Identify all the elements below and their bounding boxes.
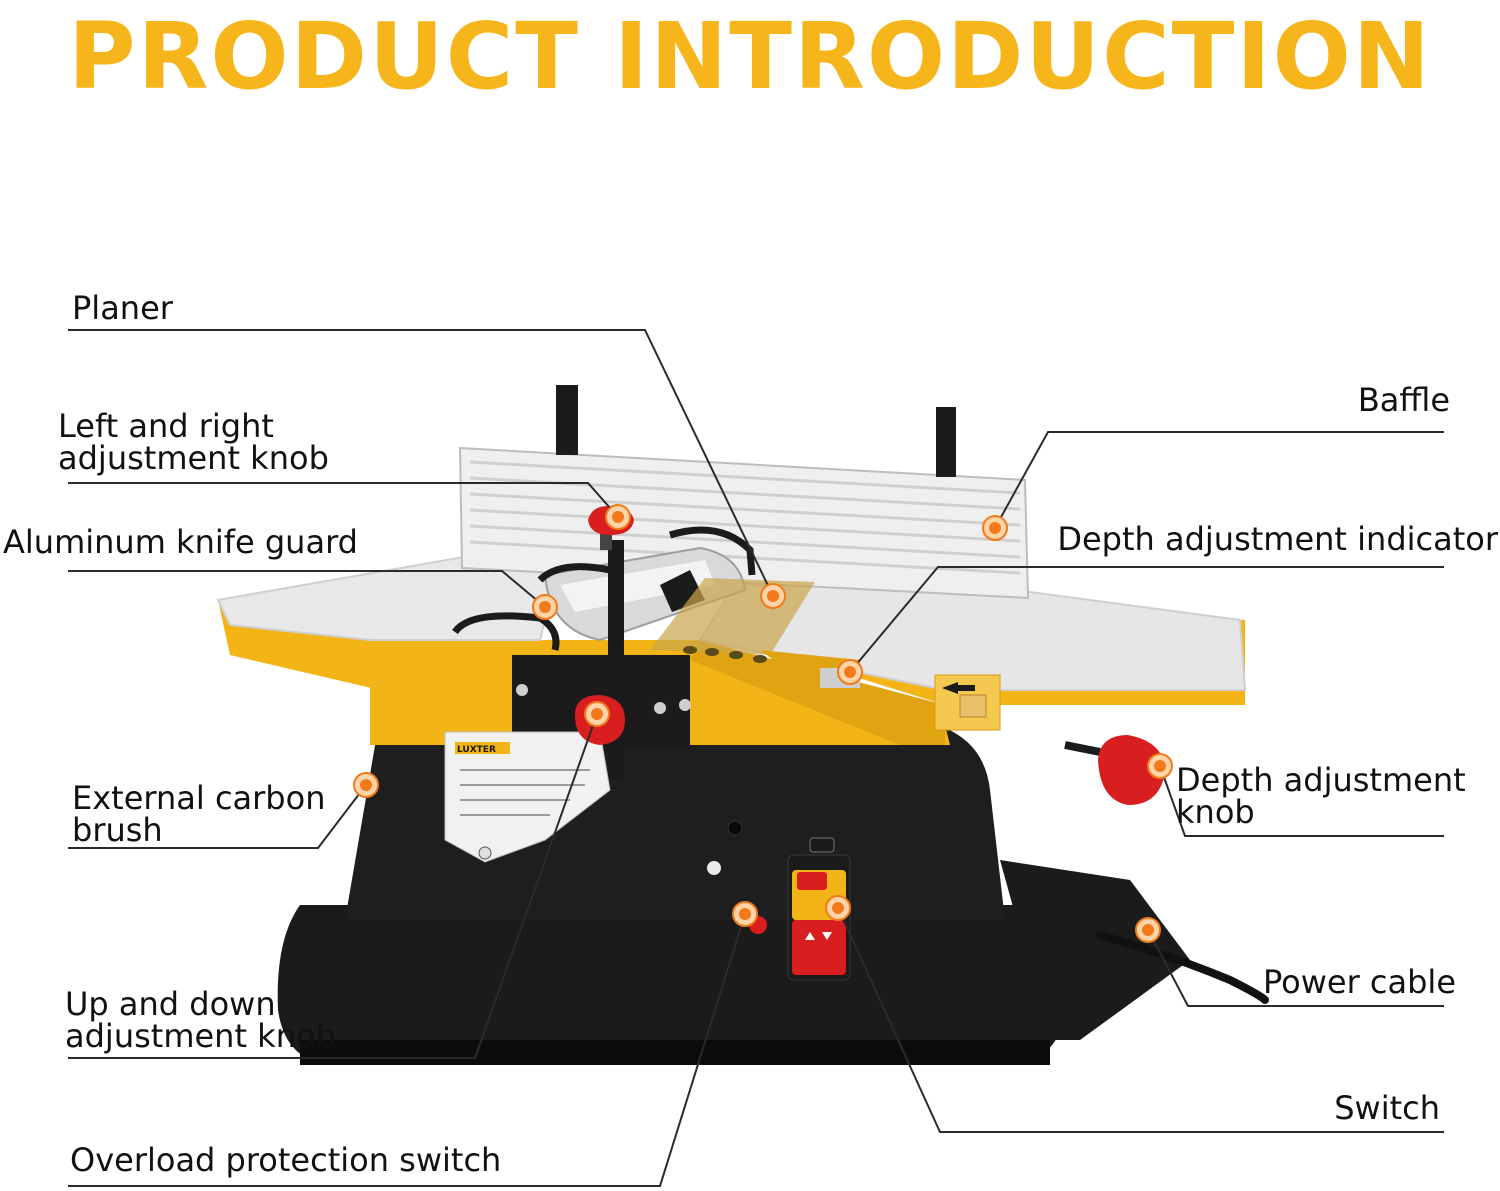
label-up-down-knob-line1: Up and down bbox=[65, 985, 276, 1023]
label-knife-guard: Aluminum knife guard bbox=[3, 523, 358, 561]
label-switch: Switch bbox=[1334, 1089, 1440, 1127]
depth-indicator-leader bbox=[849, 566, 1444, 673]
knife-guard-leader bbox=[68, 570, 546, 608]
marker-baffle bbox=[982, 515, 1008, 541]
callout-lines bbox=[68, 329, 1444, 1187]
planer-leader bbox=[68, 329, 774, 597]
label-carbon-brush: External carbon brush bbox=[72, 782, 325, 846]
marker-overload-switch bbox=[732, 901, 758, 927]
label-baffle: Baffle bbox=[1357, 381, 1450, 419]
label-depth-knob-line2: knob bbox=[1176, 793, 1255, 831]
machine-body bbox=[345, 728, 1005, 920]
overload-switch-leader bbox=[68, 913, 746, 1187]
machine-illustration: LUXTER bbox=[216, 385, 1269, 1065]
power-cable bbox=[1096, 931, 1269, 1004]
label-overload-switch: Overload protection switch bbox=[70, 1141, 502, 1179]
power-cable-leader bbox=[1147, 929, 1444, 1007]
label-carbon-brush-line2: brush bbox=[72, 811, 163, 849]
label-carbon-brush-line1: External carbon bbox=[72, 779, 326, 817]
marker-planer bbox=[760, 583, 786, 609]
marker-up-down-knob bbox=[584, 701, 610, 727]
label-up-down-knob-line2: adjustment knob bbox=[65, 1017, 336, 1055]
brand-text: LUXTER bbox=[457, 745, 496, 755]
label-depth-knob: Depth adjustment knob bbox=[1176, 764, 1466, 828]
marker-power-cable bbox=[1135, 917, 1161, 943]
base-edge bbox=[300, 1040, 1050, 1065]
marker-knife-guard bbox=[532, 594, 558, 620]
base-plate bbox=[277, 905, 1065, 1065]
page-title: PRODUCT INTRODUCTION bbox=[68, 3, 1432, 110]
baffle-fence bbox=[458, 385, 1030, 600]
marker-carbon-brush bbox=[353, 772, 379, 798]
carbon-brush-leader bbox=[68, 784, 367, 849]
marker-left-right-knob bbox=[605, 504, 631, 530]
left-right-knob-leader bbox=[68, 482, 619, 518]
tool-holder bbox=[683, 646, 767, 663]
label-left-right-knob: Left and right adjustment knob bbox=[58, 410, 329, 474]
label-power-cable: Power cable bbox=[1262, 963, 1456, 1001]
marker-depth-knob bbox=[1147, 753, 1173, 779]
baffle-leader bbox=[994, 431, 1444, 529]
marker-depth-indicator bbox=[837, 659, 863, 685]
marker-switch bbox=[825, 895, 851, 921]
label-left-right-knob-line1: Left and right bbox=[58, 407, 274, 445]
label-left-right-knob-line2: adjustment knob bbox=[58, 439, 329, 477]
label-planer: Planer bbox=[72, 289, 173, 327]
label-depth-indicator: Depth adjustment indicator bbox=[1057, 520, 1498, 558]
depth-knob-leader bbox=[1159, 765, 1444, 837]
up-down-knob-leader bbox=[68, 713, 598, 1059]
side-foot bbox=[1000, 860, 1190, 1040]
label-depth-knob-line1: Depth adjustment bbox=[1176, 761, 1466, 799]
label-up-down-knob: Up and down adjustment knob bbox=[65, 988, 336, 1052]
depth-knob bbox=[1064, 735, 1165, 805]
markers bbox=[353, 504, 1173, 943]
switch-leader bbox=[837, 907, 1444, 1133]
